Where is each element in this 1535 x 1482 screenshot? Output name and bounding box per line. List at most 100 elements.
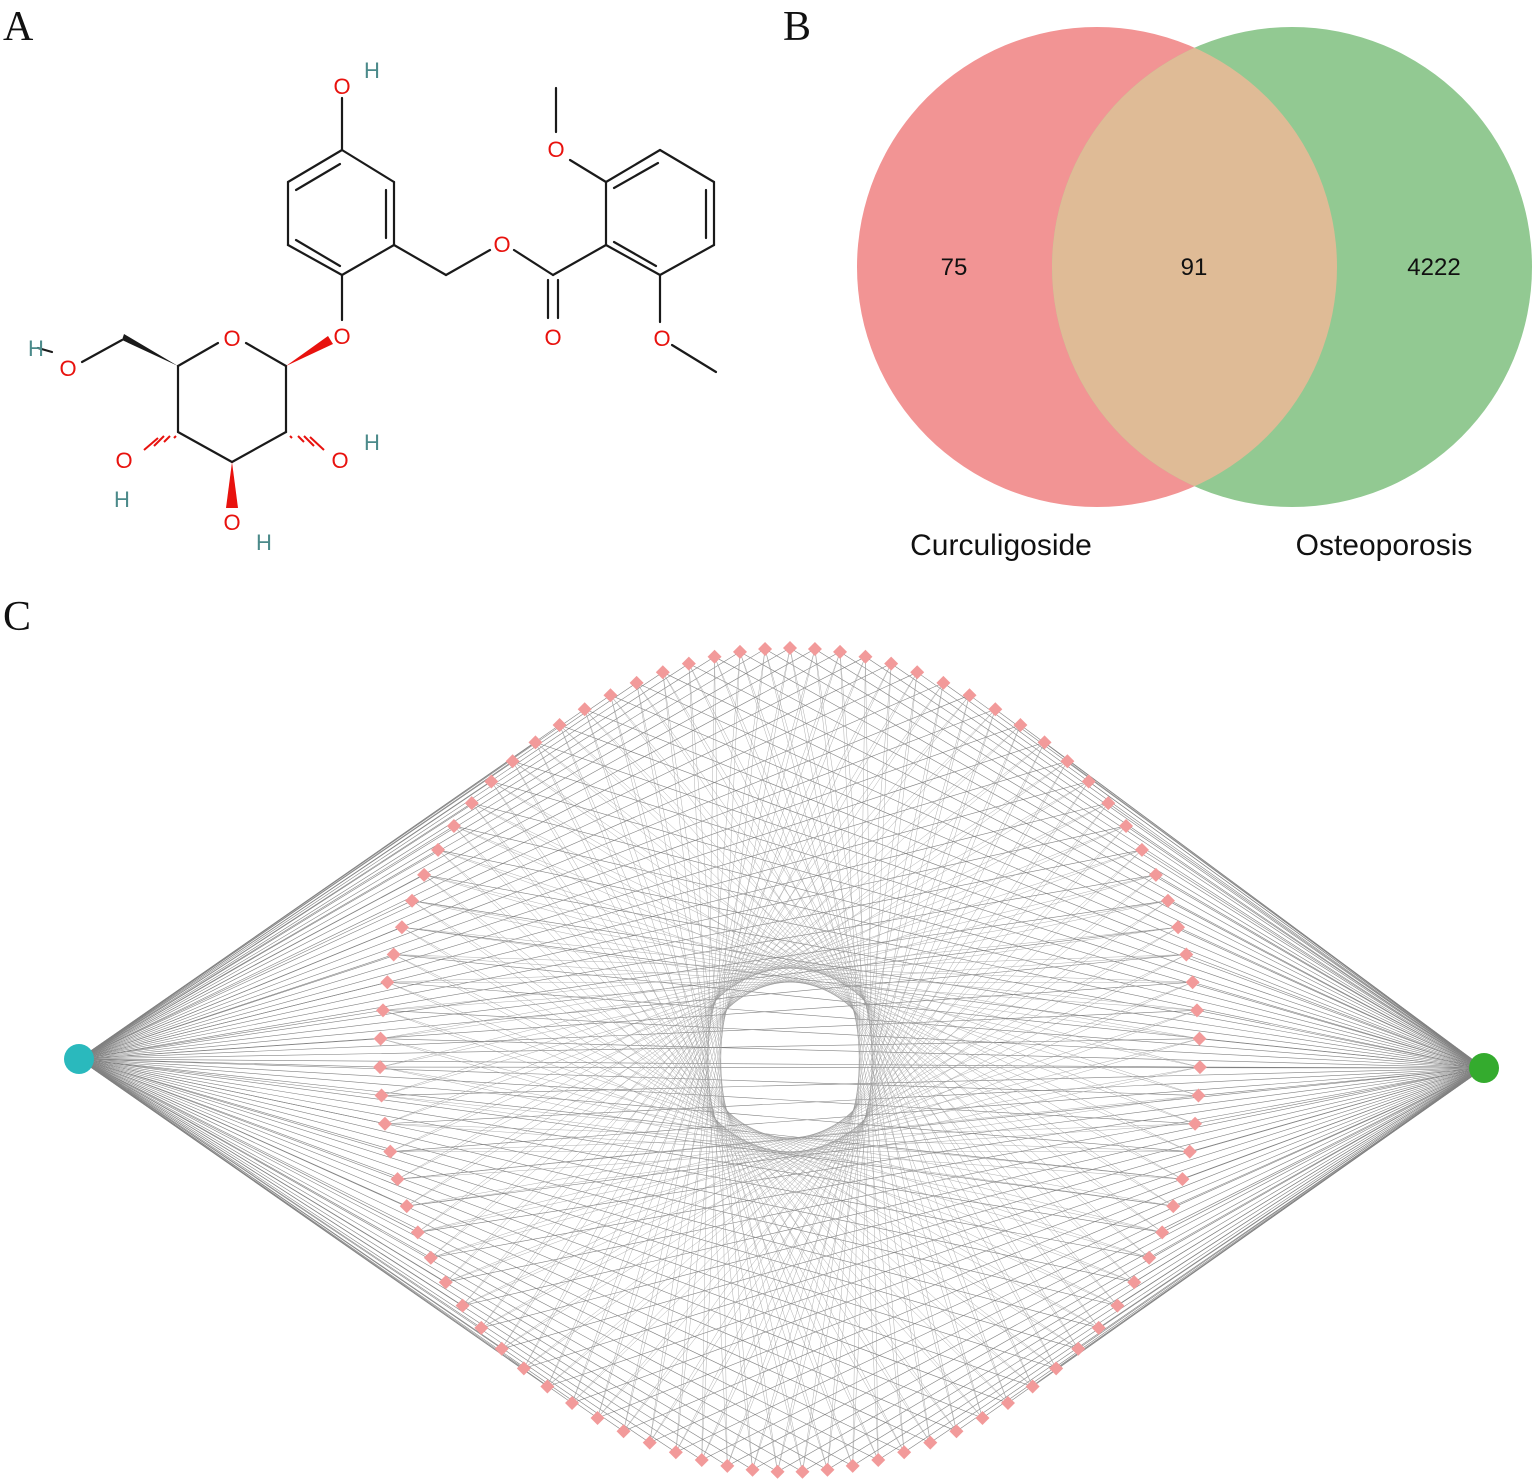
target-node — [399, 1199, 414, 1214]
venn-count-intersection: 91 — [1181, 254, 1208, 281]
network-edge — [827, 1067, 1485, 1471]
network-edge — [636, 682, 1485, 1069]
network-edge — [1067, 760, 1485, 1069]
network-edge — [662, 672, 753, 1470]
target-node — [603, 688, 618, 703]
target-node — [745, 1462, 760, 1477]
network-edge — [78, 1058, 418, 1233]
target-node — [949, 1424, 964, 1439]
network-edge — [401, 926, 1485, 1069]
network-edge — [727, 724, 1021, 1466]
network-edge — [78, 1058, 382, 1096]
panel-label-b: B — [783, 4, 812, 50]
network-edge — [865, 656, 879, 1461]
network-edge — [523, 663, 892, 1369]
network-edge — [78, 1058, 386, 1125]
target-node — [464, 796, 479, 811]
network-edge — [777, 1067, 1485, 1473]
network-edge — [380, 1038, 1150, 1258]
network-edge — [481, 1067, 1485, 1329]
target-node — [858, 649, 873, 664]
network-edge — [865, 656, 1485, 1069]
network-edge — [584, 709, 828, 1470]
network-edge — [78, 1058, 446, 1283]
network-edge — [453, 825, 1009, 1404]
atom-label-o: O — [333, 324, 350, 349]
target-node — [1160, 893, 1175, 908]
network-edge — [78, 1058, 879, 1461]
target-node — [962, 688, 977, 703]
network-edge — [956, 1067, 1485, 1432]
network-edge — [917, 672, 1485, 1069]
target-node — [438, 1275, 453, 1290]
network-edge — [453, 825, 983, 1419]
target-node — [375, 1003, 390, 1018]
network-edge — [380, 1066, 1174, 1207]
network-edge — [78, 1058, 1150, 1259]
network-edge — [802, 682, 944, 1472]
network-edge — [406, 1067, 1485, 1207]
network-edge — [78, 874, 1156, 1060]
target-node — [770, 1464, 785, 1479]
network-edge — [78, 1058, 677, 1453]
network-edge — [701, 651, 741, 1461]
network-edge — [78, 651, 741, 1060]
target-node — [386, 947, 401, 962]
network-edge — [547, 1067, 1485, 1387]
network-edge — [1195, 1067, 1485, 1125]
network-edge — [688, 663, 1033, 1387]
network-edge — [491, 781, 1183, 1180]
target-node — [394, 920, 409, 935]
network-edge — [727, 1067, 1485, 1467]
network-edge — [623, 781, 1089, 1432]
network-edge — [387, 981, 1485, 1069]
target-node — [758, 641, 773, 656]
network-edge — [559, 724, 853, 1466]
network-edge — [424, 874, 1199, 1096]
network-edge — [584, 709, 853, 1466]
network-edge — [401, 927, 1099, 1329]
panel-label-a: A — [3, 4, 34, 50]
network-edge — [701, 656, 715, 1461]
network-edge — [78, 927, 403, 1060]
network-edge — [78, 954, 1187, 1060]
venn-count-osteoporosis: 4222 — [1407, 254, 1460, 281]
network-edge — [387, 982, 1135, 1283]
network-edge — [462, 1067, 1485, 1306]
target-node — [1049, 1361, 1064, 1376]
network-edge — [688, 663, 753, 1470]
target-node — [484, 774, 499, 789]
network-edge — [535, 742, 905, 1453]
network-edge — [401, 927, 1198, 1011]
network-edge — [584, 709, 1135, 1283]
venn-label-osteoporosis: Osteoporosis — [1296, 529, 1473, 562]
atom-label-o: O — [59, 356, 76, 381]
target-node — [694, 1453, 709, 1468]
network-edge — [688, 663, 1057, 1369]
network-edge — [380, 874, 1156, 1068]
panel-label-c: C — [3, 594, 32, 640]
target-node — [373, 1031, 388, 1046]
network-edge — [512, 761, 1163, 1233]
network-edge — [78, 1058, 381, 1068]
network-edge — [501, 672, 918, 1349]
network-edge — [649, 647, 791, 1443]
target-node — [494, 1341, 509, 1356]
network-edge — [78, 760, 1068, 1060]
network-edge — [78, 663, 892, 1060]
network-edge — [1125, 825, 1485, 1069]
atom-label-h: H — [114, 487, 130, 512]
network-edge — [739, 651, 983, 1419]
network-edge — [764, 648, 1485, 1069]
target-node — [1192, 1031, 1207, 1046]
target-node — [1179, 947, 1194, 962]
network-edge — [535, 742, 1150, 1258]
network-edge — [78, 874, 425, 1060]
target-node — [1134, 842, 1149, 857]
network-edge — [78, 708, 996, 1060]
target-node — [807, 641, 822, 656]
target-node — [720, 1458, 735, 1473]
target-node — [629, 675, 644, 690]
network-edge — [381, 1067, 1485, 1096]
network-edge — [623, 648, 816, 1432]
